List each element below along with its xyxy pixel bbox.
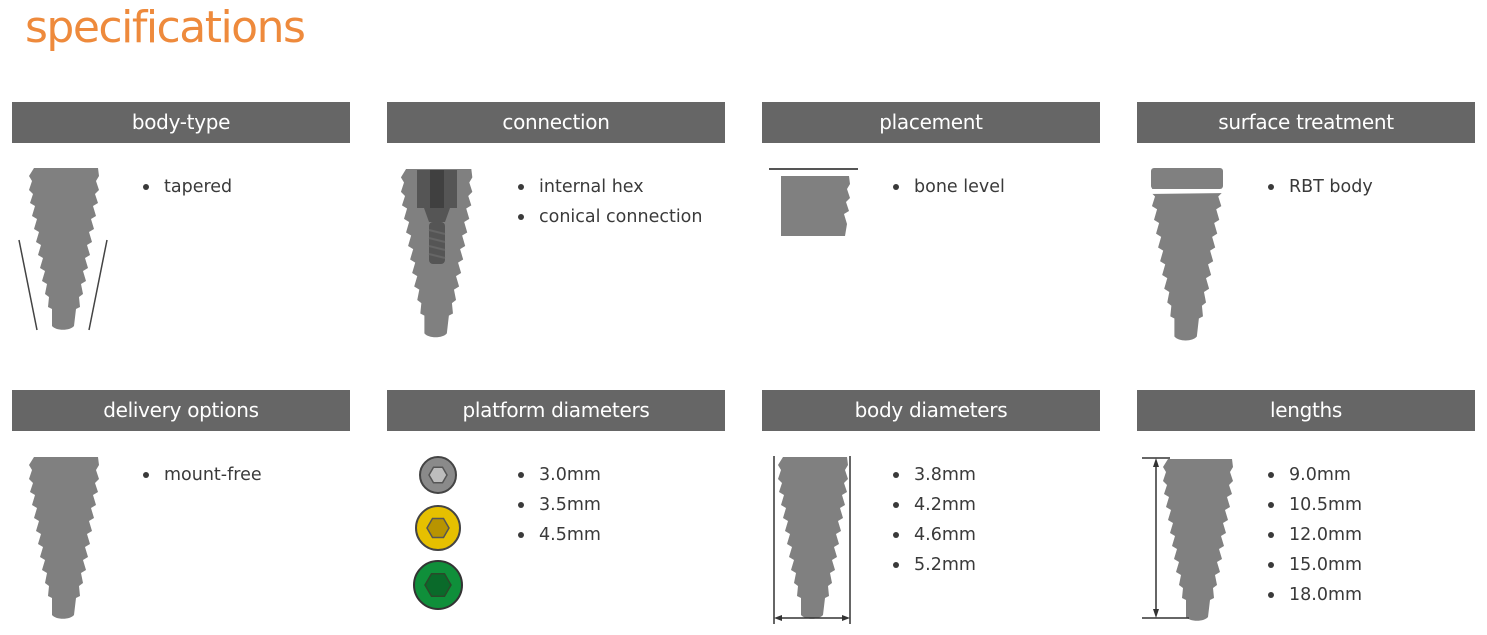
- spec-card-placement: placement bone level: [762, 102, 1100, 342]
- spec-card-delivery-options: delivery options mount-free: [12, 390, 350, 630]
- list-item: conical connection: [516, 202, 702, 232]
- list-item: 4.6mm: [891, 520, 976, 550]
- card-header: body diameters: [762, 390, 1100, 431]
- spec-card-lengths: lengths 9.0mm 10.5mm 12.0mm 15.0mm 18.0m…: [1137, 390, 1475, 630]
- bone-level-implant-icon: [769, 168, 858, 236]
- card-header: lengths: [1137, 390, 1475, 431]
- spec-card-surface-treatment: surface treatment RBT body: [1137, 102, 1475, 342]
- list-item: RBT body: [1266, 172, 1373, 202]
- card-header: body-type: [12, 102, 350, 143]
- list-item: tapered: [141, 172, 232, 202]
- rbt-surface-implant-icon: [1147, 168, 1229, 341]
- page-title: specifications: [25, 2, 306, 53]
- spec-list: tapered: [141, 172, 232, 202]
- spec-list: mount-free: [141, 460, 262, 490]
- tapered-implant-icon: [18, 168, 108, 331]
- spec-list: RBT body: [1266, 172, 1373, 202]
- list-item: 5.2mm: [891, 550, 976, 580]
- list-item: 3.8mm: [891, 460, 976, 490]
- list-item: 9.0mm: [1266, 460, 1362, 490]
- spec-list: 3.8mm 4.2mm 4.6mm 5.2mm: [891, 460, 976, 580]
- list-item: 15.0mm: [1266, 550, 1362, 580]
- mount-free-implant-icon: [29, 457, 99, 619]
- list-item: 4.2mm: [891, 490, 976, 520]
- platform-hex-icons: [413, 456, 463, 610]
- list-item: 4.5mm: [516, 520, 601, 550]
- list-item: internal hex: [516, 172, 702, 202]
- internal-hex-implant-icon: [400, 169, 473, 338]
- card-header: delivery options: [12, 390, 350, 431]
- list-item: mount-free: [141, 460, 262, 490]
- card-header: platform diameters: [387, 390, 725, 431]
- spec-list: 3.0mm 3.5mm 4.5mm: [516, 460, 601, 550]
- spec-card-body-diameters: body diameters 3.8mm 4.2mm 4.6mm 5.2mm: [762, 390, 1100, 630]
- list-item: 3.0mm: [516, 460, 601, 490]
- spec-card-platform-diameters: platform diameters 3.0mm 3.5mm 4.5mm: [387, 390, 725, 630]
- spec-card-connection: connection internal hex conical connecti…: [387, 102, 725, 342]
- card-header: connection: [387, 102, 725, 143]
- body-diameter-implant-icon: [773, 456, 851, 624]
- list-item: bone level: [891, 172, 1005, 202]
- list-item: 12.0mm: [1266, 520, 1362, 550]
- spec-list: bone level: [891, 172, 1005, 202]
- spec-card-body-type: body-type tapered: [12, 102, 350, 342]
- length-implant-icon: [1142, 457, 1233, 621]
- list-item: 3.5mm: [516, 490, 601, 520]
- card-header: placement: [762, 102, 1100, 143]
- spec-list: internal hex conical connection: [516, 172, 702, 232]
- list-item: 18.0mm: [1266, 580, 1362, 610]
- card-header: surface treatment: [1137, 102, 1475, 143]
- spec-list: 9.0mm 10.5mm 12.0mm 15.0mm 18.0mm: [1266, 460, 1362, 610]
- list-item: 10.5mm: [1266, 490, 1362, 520]
